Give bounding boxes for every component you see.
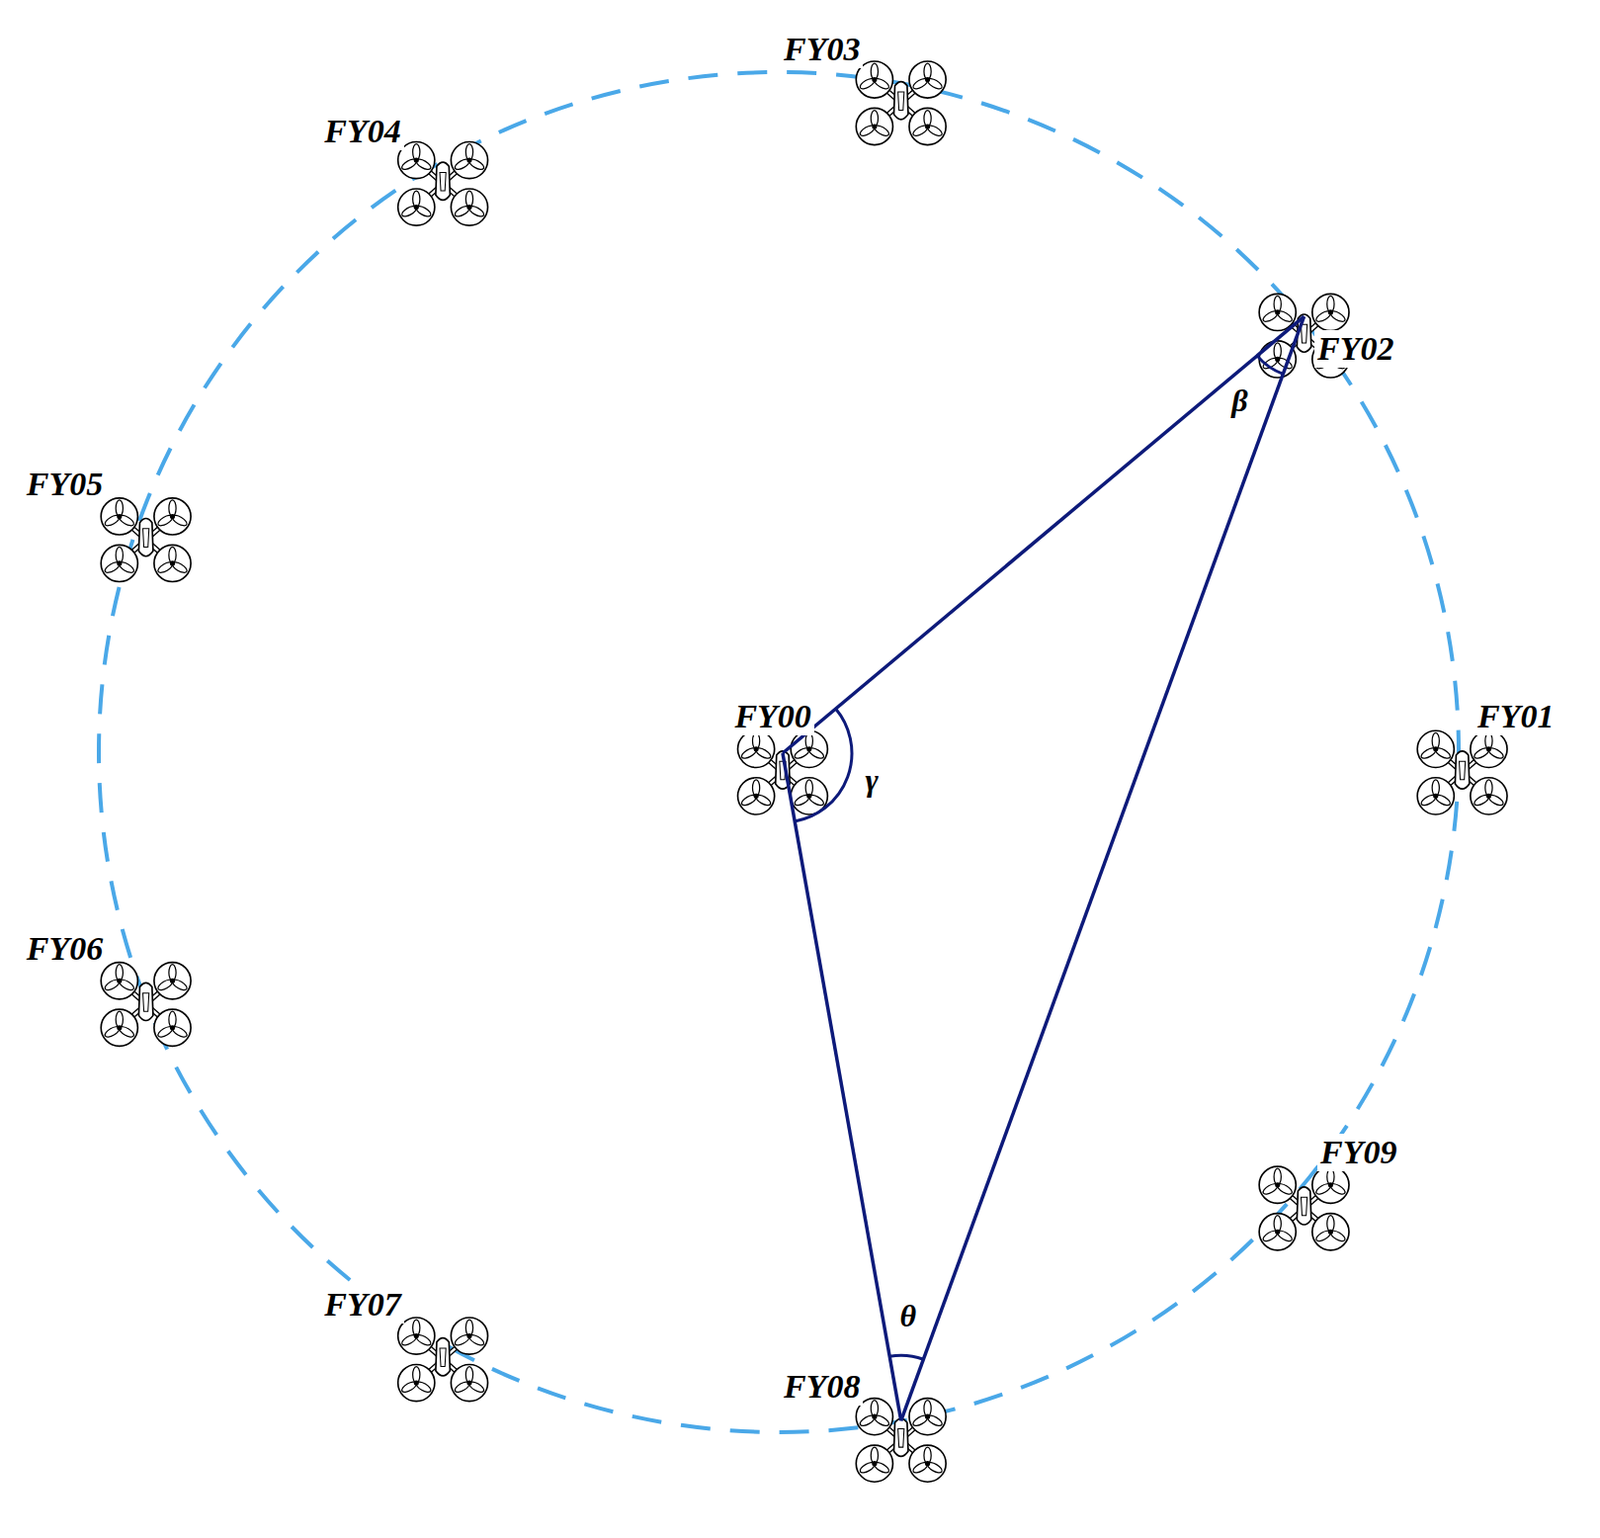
drone-label: FY01 (1474, 697, 1557, 736)
drone-name: FY06 (26, 929, 103, 968)
drone-name: FY07 (324, 1285, 401, 1324)
drone-label: FY05 (23, 465, 106, 504)
angle-label: γ (863, 762, 881, 797)
drone-icon (855, 61, 946, 146)
drone-icon (100, 962, 191, 1047)
drone-label: FY09 (1317, 1133, 1400, 1172)
angle-label: β (1229, 383, 1250, 418)
drone-name: FY09 (1320, 1133, 1397, 1172)
drone-label: FY02 (1314, 330, 1397, 368)
drone-icon (398, 1317, 489, 1402)
drone-icon (1417, 730, 1508, 815)
drone-name: FY08 (783, 1367, 860, 1406)
drone-icon (398, 142, 489, 227)
drone-name: FY04 (324, 112, 401, 151)
drone-name: FY05 (26, 465, 103, 504)
drone-name: FY00 (734, 697, 811, 736)
drone-label: FY06 (23, 929, 106, 968)
angle-label: θ (898, 1298, 920, 1333)
baseline-connector (782, 753, 902, 1421)
drone-icon (100, 498, 191, 583)
drone-label: FY08 (780, 1367, 863, 1406)
drone-label: FY03 (780, 30, 863, 69)
baseline-connector (901, 316, 1305, 1421)
formation-circle (98, 72, 1459, 1432)
drone-name: FY01 (1477, 697, 1554, 736)
drone-icon (1259, 1166, 1349, 1251)
drone-name: FY03 (783, 30, 860, 69)
drone-icon (738, 730, 829, 815)
angle-arc (889, 1354, 924, 1359)
drone-label: FY00 (731, 697, 814, 736)
angle-arc (1257, 355, 1283, 374)
drone-label: FY07 (321, 1285, 404, 1324)
drone-name: FY02 (1317, 330, 1394, 368)
drone-label: FY04 (321, 112, 404, 151)
